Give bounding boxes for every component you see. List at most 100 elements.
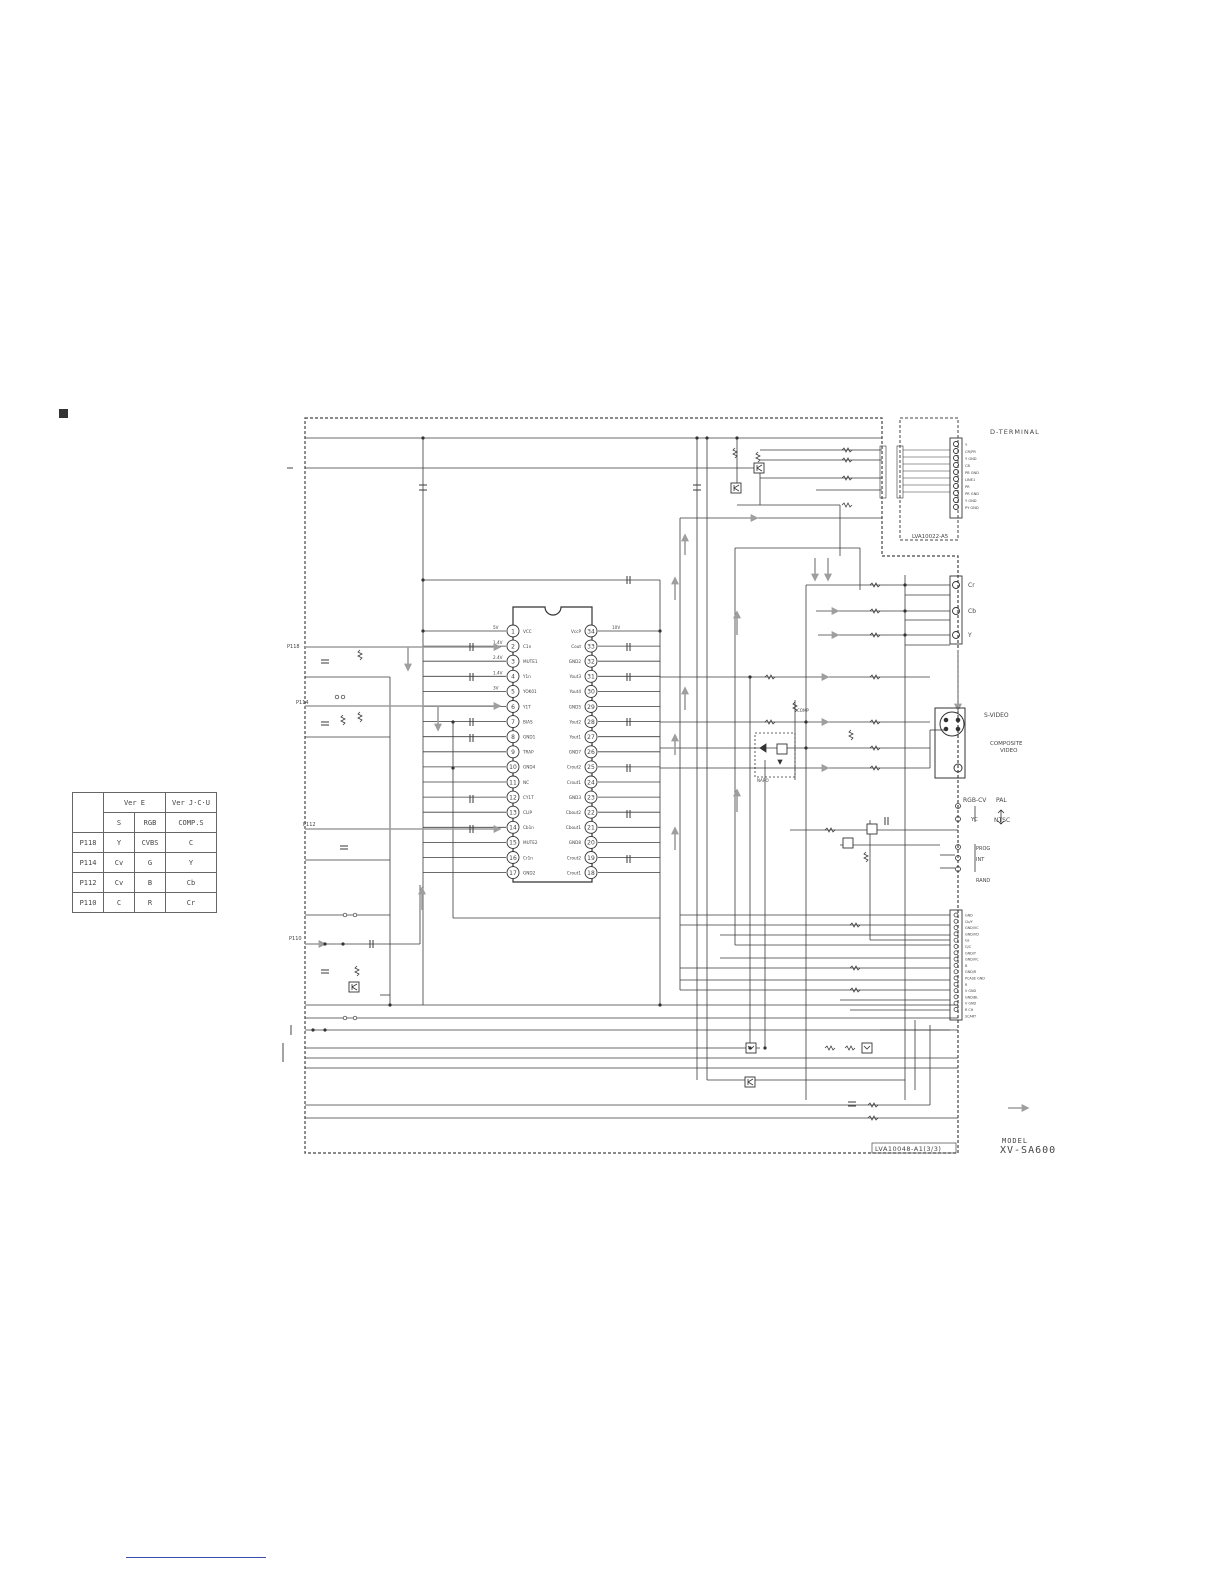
rgb-cv-label: RGB-CV xyxy=(963,797,987,804)
diode-box xyxy=(754,732,796,778)
footer-rule xyxy=(126,1557,266,1558)
ic-pins-right: 34VccP33Cout32GND231Yout330Yout429GND528… xyxy=(566,624,660,880)
ic-pin-number: 5 xyxy=(511,689,515,696)
ic-pin-number: 25 xyxy=(587,764,595,771)
d-terminal-header xyxy=(879,445,950,499)
ic-pin-circle xyxy=(584,866,598,880)
scart-pin-circle xyxy=(953,969,959,975)
table-head-rgb: RGB xyxy=(134,812,166,833)
table-cell-rgb: G xyxy=(134,852,166,873)
left-edge-marks xyxy=(282,467,293,1062)
ic-pin-name: Cbout2 xyxy=(566,810,581,815)
table-cell-comp: C xyxy=(165,832,217,853)
d-terminal-pin-label: Y GND xyxy=(965,499,977,503)
wiring xyxy=(305,437,958,1119)
ic-pin-circle xyxy=(506,866,520,880)
ic-pin-name: GND5 xyxy=(569,704,582,709)
ic-pin-number: 31 xyxy=(587,674,595,681)
ic-pin-name: GND8 xyxy=(569,840,582,845)
ic-pin-number: 17 xyxy=(509,870,517,877)
ic-pin-circle xyxy=(584,669,598,683)
ic-pin-circle xyxy=(584,851,598,864)
ic-pin-number: 13 xyxy=(509,810,517,817)
scart-pin-label: GND/VC xyxy=(965,926,979,930)
ic-pin-number: 19 xyxy=(587,855,595,862)
ic-pin-circle xyxy=(506,745,520,759)
ic-pin-circle xyxy=(584,760,598,774)
ic-pin-circle xyxy=(584,805,598,819)
int-label: INT xyxy=(976,857,985,863)
ic-pin-name: TRAP xyxy=(522,750,534,755)
rand-label: RAND xyxy=(976,878,990,884)
ic-pin-name: C1n xyxy=(523,644,532,649)
ic-pin-circle xyxy=(506,790,520,804)
signal-arrows xyxy=(305,514,1030,1112)
ic-pin-circle xyxy=(506,835,520,849)
input-label-1: P118 xyxy=(287,644,300,650)
ic-pin-circle xyxy=(506,684,520,698)
ic-pin-number: 1 xyxy=(511,628,515,635)
d-terminal-pin-label: Y GND xyxy=(965,457,977,461)
ic-pin-name: MUTE2 xyxy=(523,840,538,845)
ic-pin-circle xyxy=(584,639,598,653)
ic-pin-number: 28 xyxy=(587,719,595,726)
ic-pin-number: 4 xyxy=(511,674,515,681)
main-board-outline xyxy=(304,417,959,1154)
scart-pin-circle xyxy=(953,956,959,962)
ic-pin-name: VccP xyxy=(571,629,581,634)
table-cell-s: Cv xyxy=(103,872,135,893)
yc-label: YC xyxy=(970,817,978,823)
ic-pin-name: GND3 xyxy=(569,795,582,800)
section-bullet xyxy=(59,409,68,418)
table-row: P112 Cv B Cb xyxy=(72,872,217,893)
ic-pin-voltage: 2.4V xyxy=(493,655,503,660)
ic-pin-name: Y1n xyxy=(522,674,531,679)
ic-pin-name: GND1 xyxy=(523,735,536,740)
ic-pin-voltage: 3V xyxy=(493,685,499,690)
ic-pin-circle xyxy=(584,700,598,713)
ic-pin-circle xyxy=(506,669,520,683)
ic-pin-number: 7 xyxy=(511,719,515,726)
ic-pin-number: 21 xyxy=(587,825,595,832)
ic-pin-number: 32 xyxy=(587,659,595,666)
scart-pin-label: B xyxy=(965,964,968,968)
scart-pin-circle xyxy=(953,988,959,993)
table-head-ver-e: Ver E xyxy=(103,792,166,813)
ic-pin-name: NC xyxy=(523,780,529,785)
table-cell-comp: Y xyxy=(165,852,217,873)
scart-pin-circle xyxy=(953,963,959,968)
svideo-connector xyxy=(934,707,966,779)
ic-pin-circle xyxy=(506,805,520,819)
table-cell-rgb: R xyxy=(134,892,166,913)
comp-label: COMP xyxy=(797,708,809,713)
ic-pin-name: YOK01 xyxy=(522,689,537,694)
transistors xyxy=(348,462,878,1088)
ic-pin-name: VCC xyxy=(523,629,532,634)
d-terminal-pin-label: PR GND xyxy=(965,492,979,496)
table-cell-s: C xyxy=(103,892,135,913)
model-name: XV-SA600 xyxy=(1000,1145,1057,1156)
ic-pin-name: Yout1 xyxy=(568,735,581,740)
ic-pin-number: 27 xyxy=(587,734,595,741)
ic-pin-circle xyxy=(506,775,520,789)
table-row: P110 C R Cr xyxy=(72,892,217,913)
ic-pin-number: 14 xyxy=(509,825,517,832)
ic-pin-name: BIAS xyxy=(523,719,533,724)
capacitors xyxy=(321,484,889,1107)
table-cell-s: Cv xyxy=(103,852,135,873)
ic-pin-circle xyxy=(506,760,520,774)
version-table-head1: Ver E Ver J·C·U xyxy=(72,792,217,833)
ic-pin-circle xyxy=(584,835,598,849)
ic-pin-name: GND2 xyxy=(523,870,536,875)
scart-pin-circle xyxy=(953,925,959,930)
ic-pin-name: Crout1 xyxy=(567,870,581,875)
table-cell-comp: Cb xyxy=(165,872,217,893)
narrow-box-label: NARO xyxy=(757,778,769,783)
ic-pin-number: 3 xyxy=(511,659,515,666)
table-row: P118 Y CVBS C xyxy=(72,832,217,853)
ic-pin-number: 15 xyxy=(509,840,517,847)
scart-pin-label: GND/VC xyxy=(965,958,979,962)
scart-pin-label: SCART xyxy=(965,1014,977,1018)
